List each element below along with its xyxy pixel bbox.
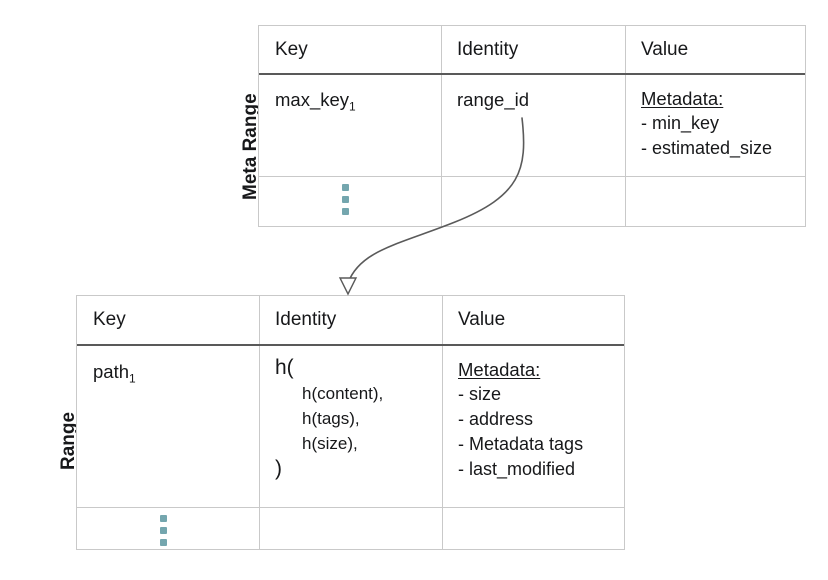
meta-range-header-value: Value — [641, 39, 688, 61]
meta-range-metadata-item-0: - min_key — [641, 113, 720, 133]
range-metadata-title: Metadata: — [458, 359, 541, 380]
range-header-identity-label: Identity — [275, 309, 337, 330]
range-identity-open: h( — [275, 356, 294, 379]
range-row-divider — [77, 507, 624, 508]
meta-range-col-divider-1 — [441, 26, 442, 226]
range-header-key: Key — [93, 309, 126, 331]
range-key-value: path1 — [93, 361, 136, 385]
meta-range-header-rule — [259, 73, 805, 75]
range-cell-value: Metadata: - size - address - Metadata ta… — [458, 357, 583, 482]
meta-range-identity-value: range_id — [457, 89, 530, 110]
range-col-divider-2 — [442, 296, 443, 549]
range-key-text: path — [93, 361, 130, 382]
meta-range-header-key: Key — [275, 39, 308, 61]
range-header-rule — [77, 344, 624, 346]
meta-range-metadata-title: Metadata: — [641, 88, 724, 109]
meta-range-metadata-item-1: - estimated_size — [641, 138, 773, 158]
meta-range-header-value-label: Value — [641, 39, 689, 60]
meta-range-row-divider — [259, 176, 805, 177]
range-metadata-item-2: - Metadata tags — [458, 434, 584, 454]
meta-range-key-value: max_key1 — [275, 89, 356, 113]
range-cell-identity: h( h(content), h(tags), h(size), ) — [275, 355, 383, 482]
meta-range-header-key-label: Key — [275, 39, 308, 60]
range-header-value-label: Value — [458, 309, 506, 330]
meta-range-table: Key Identity Value max_key1 range_id Met… — [258, 25, 806, 227]
meta-range-vertical-ellipsis-icon — [342, 184, 351, 215]
range-header-key-label: Key — [93, 309, 126, 330]
range-metadata-item-1: - address — [458, 409, 534, 429]
meta-range-cell-key: max_key1 — [275, 88, 356, 113]
arrow-head-hollow-triangle-icon — [338, 277, 358, 296]
meta-range-header-identity: Identity — [457, 39, 518, 61]
range-header-identity: Identity — [275, 309, 336, 331]
range-cell-key: path1 — [93, 360, 136, 385]
range-metadata-item-3: - last_modified — [458, 459, 576, 479]
meta-range-cell-identity: range_id — [457, 88, 529, 112]
range-identity-arg-2: h(size), — [302, 434, 358, 453]
range-identity-arg-1: h(tags), — [302, 409, 360, 428]
range-metadata-item-0: - size — [458, 384, 502, 404]
meta-range-col-divider-2 — [625, 26, 626, 226]
range-col-divider-1 — [259, 296, 260, 549]
range-key-subscript: 1 — [129, 371, 136, 386]
range-vertical-ellipsis-icon — [160, 515, 169, 546]
range-identity-close: ) — [275, 457, 282, 480]
meta-range-key-subscript: 1 — [349, 99, 356, 114]
meta-range-header-identity-label: Identity — [457, 39, 519, 60]
range-header-value: Value — [458, 309, 505, 331]
meta-range-cell-value: Metadata: - min_key - estimated_size — [641, 86, 772, 161]
range-table: Key Identity Value path1 h( h(content), … — [76, 295, 625, 550]
range-identity-arg-0: h(content), — [302, 384, 384, 403]
meta-range-key-text: max_key — [275, 89, 350, 110]
